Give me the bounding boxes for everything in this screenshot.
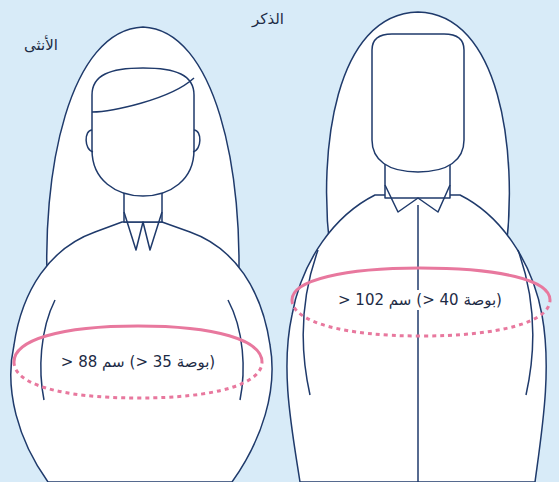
- female-arm: [41, 300, 55, 400]
- measurement-text: > 88 سم: [61, 353, 125, 371]
- measurement-text: > 102 سم: [338, 291, 411, 309]
- female-face: [92, 68, 194, 196]
- waist-measurement: > 88 سم (> 35 بوصة): [58, 352, 218, 372]
- female-body: [11, 222, 272, 482]
- female-collar: [124, 212, 162, 250]
- male-collar: [385, 185, 450, 212]
- female-ear: [86, 130, 93, 152]
- measurement-text: (> 35 بوصة): [130, 353, 216, 371]
- male-body: [287, 195, 546, 482]
- female-ear: [193, 130, 200, 152]
- male-placket: [417, 205, 419, 482]
- sex-label: الأنثى: [24, 36, 58, 54]
- measurement-text: (> 40 بوصة): [416, 291, 502, 309]
- sex-label: الذكر: [252, 10, 284, 28]
- male-arm: [518, 250, 533, 395]
- waist-measurement: > 102 سم (> 40 بوصة): [335, 290, 505, 310]
- male-face: [372, 34, 464, 172]
- female-fringe: [92, 78, 194, 112]
